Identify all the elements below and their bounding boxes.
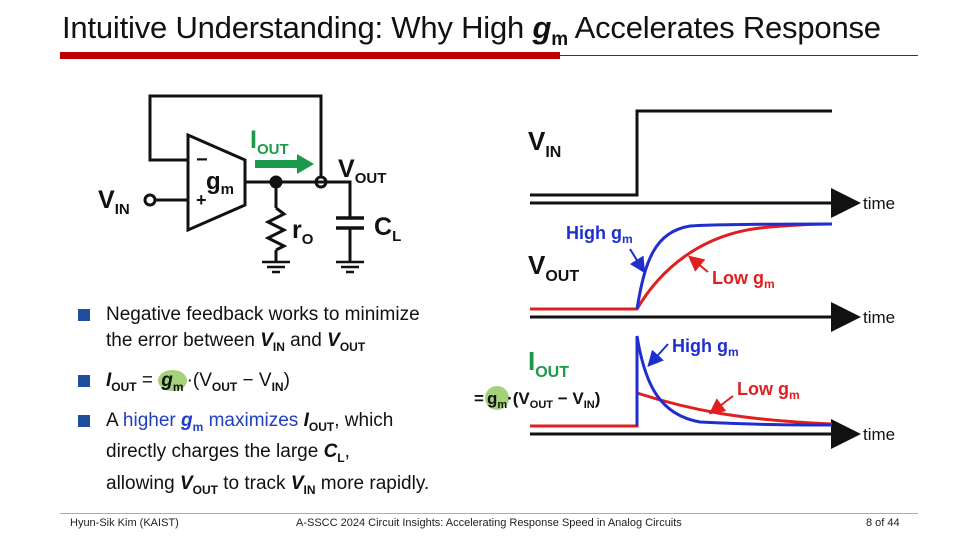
vin-plot: VIN time (528, 109, 895, 218)
title-gm-sub: m (551, 29, 568, 51)
title-underline-bar (60, 52, 560, 59)
footer-page-number: 8 of 44 (866, 517, 900, 529)
footer-author: Hyun-Sik Kim (KAIST) (70, 517, 179, 529)
vout-high-gm-label: High gm (566, 223, 633, 246)
ground-ro (262, 260, 290, 274)
slide-title: Intuitive Understanding: Why High gm Acc… (62, 10, 881, 51)
vout-time-label: time (863, 308, 895, 327)
bullet-marker (78, 309, 90, 321)
circuit-cl-label: CL (374, 213, 401, 245)
bullet-list: Negative feedback works to minimize the … (78, 302, 498, 511)
circuit-iout-label: IOUT (250, 126, 289, 158)
iout-low-gm-label: Low gm (737, 379, 800, 402)
iout-plot-label: IOUT (528, 346, 569, 381)
footer-rule (60, 513, 918, 514)
title-gm: g (532, 10, 552, 45)
circuit-ro-label: rO (292, 216, 314, 248)
feedback-wire (148, 94, 323, 180)
iout-plot: IOUT =gm·(VOUT − VIN) High gm Low gm tim… (474, 335, 895, 449)
vin-plot-label: VIN (528, 126, 561, 161)
vout-plot-label: VOUT (528, 250, 579, 285)
iout-high-gm-pointer (647, 343, 669, 367)
amp-gm-label: gm (206, 168, 234, 198)
circuit-vin-label: VIN (98, 186, 130, 218)
iout-time-label: time (863, 425, 895, 444)
footer-talk-title: A-SSCC 2024 Circuit Insights: Accelerati… (296, 517, 682, 529)
iout-high-gm-label: High gm (672, 336, 739, 359)
vin-terminal (143, 193, 157, 207)
gm-amplifier (186, 132, 247, 233)
bullet-2: IOUT = gm·(VOUT − VIN) (78, 368, 498, 400)
iout-high-gm-waveform (635, 335, 833, 427)
iout-low-gm-pointer (708, 395, 734, 415)
bullet-3: A higher gm maximizes IOUT, which direct… (78, 408, 498, 503)
vout-low-gm-pointer (687, 255, 709, 273)
vin-step-waveform (530, 109, 832, 197)
vout-plot: VOUT High gm Low gm time (528, 222, 895, 332)
circuit-vout-label: VOUT (338, 155, 386, 187)
ro-resistor (264, 206, 288, 252)
iout-formula: =gm·(VOUT − VIN) (474, 389, 600, 411)
vout-high-gm-pointer (629, 248, 646, 274)
vout-high-gm-waveform (635, 222, 833, 310)
vin-time-label: time (863, 194, 895, 213)
bullet-marker (78, 414, 90, 427)
iout-arrow (255, 154, 314, 174)
circuit-diagram (143, 94, 364, 274)
ground-cl (336, 260, 364, 274)
iout-gm-highlight (485, 386, 509, 410)
bullet-marker (78, 374, 90, 387)
vout-low-gm-label: Low gm (712, 268, 775, 291)
gm-highlight: gm (158, 369, 187, 394)
iout-low-gm-waveform (530, 390, 833, 428)
title-underline-rule (560, 55, 918, 56)
amp-plus-sign: + (196, 190, 207, 210)
bullet-1: Negative feedback works to minimize the … (78, 302, 498, 360)
amp-minus-sign: − (196, 149, 208, 171)
